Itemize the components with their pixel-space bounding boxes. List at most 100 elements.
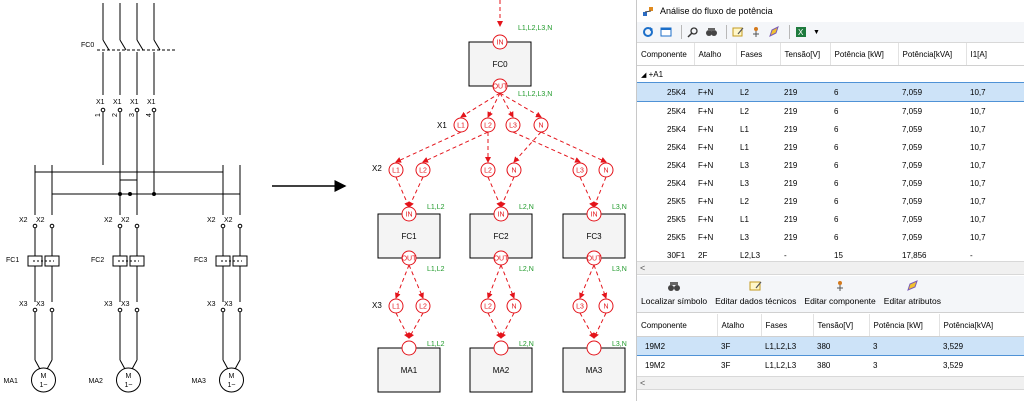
lower-col-0[interactable]: Componente — [637, 314, 718, 337]
locate-symbol-button[interactable]: Localizar símbolo — [637, 276, 711, 312]
search-icon[interactable] — [686, 25, 700, 39]
upper-cell: F+N — [694, 82, 736, 102]
breaker-in-0-label: IN — [406, 212, 413, 219]
upper-cell: 7,059 — [902, 160, 923, 170]
x3-terminal-label: X3 — [19, 301, 28, 308]
upper-col-0[interactable]: Componente — [637, 43, 695, 66]
upper-col-5[interactable]: Potência[kVA] — [898, 43, 967, 66]
upper-cell: 25K4 — [667, 178, 686, 188]
x2-L3-label: L3 — [576, 168, 584, 175]
scroll-left-icon[interactable]: < — [640, 378, 646, 388]
breaker-pole — [44, 255, 60, 267]
upper-cell: - — [970, 250, 973, 260]
breaker-0-name: FC1 — [401, 232, 417, 241]
flow-arrow — [487, 312, 502, 339]
group-cell: ◢ +A1 — [637, 66, 1024, 83]
lower-col-4[interactable]: Potência [kW] — [869, 314, 940, 337]
upper-cell: 25K4 — [667, 142, 686, 152]
upper-col-2[interactable]: Fases — [736, 43, 781, 66]
terminal-x3 — [134, 307, 140, 313]
motor-symbol — [219, 367, 244, 393]
upper-cell: 25K4 — [667, 106, 686, 116]
lower-horizontal-scrollbar[interactable]: < — [637, 376, 1024, 390]
edit-data-icon[interactable] — [731, 25, 745, 39]
upper-cell: 25K5 — [667, 196, 686, 206]
upper-col-3[interactable]: Tensão[V] — [780, 43, 831, 66]
window-icon[interactable] — [659, 25, 673, 39]
edit-technical-data-label: Editar dados técnicos — [715, 296, 797, 306]
upper-cell: 10,7 — [970, 178, 986, 188]
edit-technical-data-button[interactable]: Editar dados técnicos — [711, 276, 800, 312]
flow-arrow — [579, 312, 595, 339]
upper-col-1[interactable]: Atalho — [694, 43, 737, 66]
terminal-x3 — [49, 307, 55, 313]
flow-arrow — [499, 92, 514, 118]
chevron-down-icon[interactable]: ▼ — [813, 28, 820, 36]
upper-cell: 25K5 — [667, 214, 686, 224]
fc0-in-label: IN — [497, 40, 504, 47]
lower-cell: 3F — [721, 360, 731, 370]
terminal-x3 — [220, 307, 226, 313]
x2-L2-label: L2 — [419, 168, 427, 175]
excel-export-icon[interactable]: X — [794, 25, 808, 39]
lower-cell: 3,529 — [939, 336, 1024, 356]
upper-cell: F+N — [698, 214, 714, 224]
terminal-x2 — [117, 223, 123, 229]
upper-cell: L3 — [740, 160, 749, 170]
locate-symbol-icon[interactable] — [704, 25, 718, 39]
lower-col-5[interactable]: Potência[kVA] — [939, 314, 1024, 337]
refresh-icon[interactable] — [641, 25, 655, 39]
fc0-name: FC0 — [492, 60, 508, 69]
lower-col-3[interactable]: Tensão[V] — [813, 314, 870, 337]
edit-component-icon[interactable] — [749, 25, 763, 39]
lower-cell: 19M2 — [637, 336, 717, 356]
edit-attributes-icon[interactable] — [767, 25, 781, 39]
x3-row-label: X3 — [372, 301, 382, 310]
x3-L2-label: L2 — [419, 304, 427, 311]
branch-phase-out: L2,N — [519, 266, 534, 273]
branch-phase-in: L3,N — [612, 204, 627, 211]
breaker-label: FC2 — [91, 257, 104, 264]
upper-cell: 30F1 — [667, 250, 686, 260]
scroll-left-icon[interactable]: < — [640, 263, 646, 273]
upper-cell: 6 — [834, 142, 839, 152]
lower-col-2[interactable]: Fases — [761, 314, 814, 337]
upper-horizontal-scrollbar[interactable]: < — [637, 261, 1024, 275]
collapse-triangle-icon[interactable]: ◢ — [641, 71, 647, 79]
flow-arrow — [395, 312, 410, 339]
lower-col-1[interactable]: Atalho — [717, 314, 762, 337]
flow-arrow — [500, 312, 515, 339]
upper-cell: 7,059 — [902, 232, 923, 242]
motor-phase-label: L1,L2 — [427, 341, 445, 348]
flow-arrow — [579, 264, 595, 299]
lower-cell: 19M2 — [645, 360, 666, 370]
switch-contact — [119, 39, 127, 51]
breaker-2-name: FC3 — [586, 232, 602, 241]
lower-cell: L1,L2,L3 — [761, 336, 813, 356]
flow-arrow — [395, 176, 410, 208]
x3-L1-label: L1 — [392, 304, 400, 311]
upper-col-4[interactable]: Potência [kW] — [830, 43, 899, 66]
edit-attributes-button[interactable]: Editar atributos — [880, 276, 945, 312]
upper-cell: 7,059 — [902, 214, 923, 224]
upper-cell: 7,059 — [902, 106, 923, 116]
switch-contact — [153, 39, 161, 51]
upper-col-6[interactable]: I1[A] — [966, 43, 1024, 66]
flow-arrow — [513, 131, 542, 163]
edit-component-button[interactable]: Editar componente — [800, 276, 879, 312]
fc0-in-node — [492, 34, 508, 50]
group-row[interactable]: ◢ +A1 — [637, 66, 1024, 83]
